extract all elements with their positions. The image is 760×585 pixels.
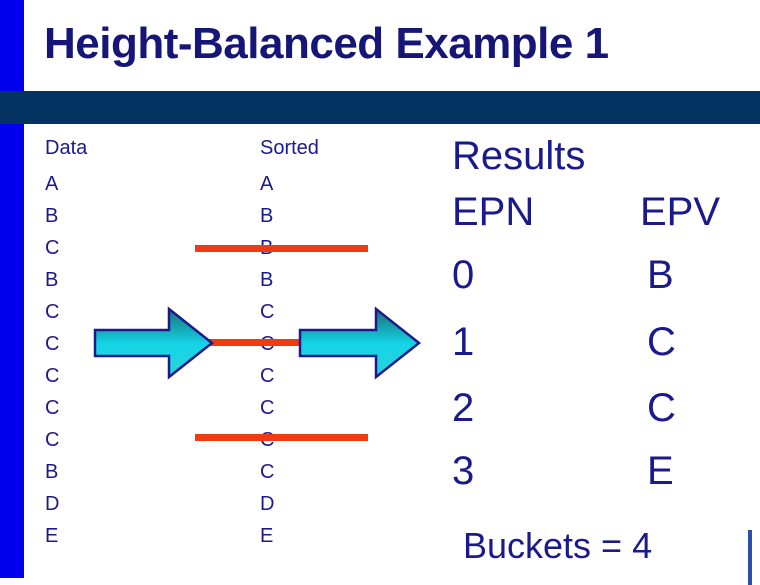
sorted-column-cell: C xyxy=(260,397,275,419)
results-column-header-epv: EPV xyxy=(640,190,721,234)
sorted-column-cell: B xyxy=(260,269,274,291)
data-column-cell: C xyxy=(45,429,60,451)
results-epn-cell: 3 xyxy=(452,449,475,493)
data-column-cell: C xyxy=(45,237,60,259)
results-epn-cell: 1 xyxy=(452,320,475,364)
sorted-column-cell: C xyxy=(260,301,275,323)
results-epn-cell: 0 xyxy=(452,253,475,297)
bucket-divider-3 xyxy=(195,434,368,441)
results-epv-cell: C xyxy=(647,386,676,430)
left-accent-bar xyxy=(0,0,24,578)
results-heading: Results xyxy=(452,134,586,178)
data-column-cell: C xyxy=(45,333,60,355)
data-column-cell: C xyxy=(45,365,60,387)
arrow-right-1-icon xyxy=(93,306,215,380)
data-column-cell: B xyxy=(45,205,59,227)
sorted-column-cell: D xyxy=(260,493,275,515)
bucket-divider-1 xyxy=(195,245,368,252)
data-column-header: Data xyxy=(45,137,88,159)
data-column-cell: C xyxy=(45,301,60,323)
sorted-column-cell: E xyxy=(260,525,274,547)
data-column-cell: B xyxy=(45,269,59,291)
data-column-cell: D xyxy=(45,493,60,515)
sorted-column-cell: A xyxy=(260,173,274,195)
data-column-cell: C xyxy=(45,397,60,419)
arrow-right-2-icon xyxy=(298,306,422,380)
page-title: Height-Balanced Example 1 xyxy=(44,19,609,68)
sorted-column-cell: B xyxy=(260,205,274,227)
data-column-cell: A xyxy=(45,173,59,195)
results-column-header-epn: EPN xyxy=(452,190,535,234)
results-epv-cell: B xyxy=(647,253,674,297)
results-epv-cell: C xyxy=(647,320,676,364)
data-column-cell: B xyxy=(45,461,59,483)
data-column-cell: E xyxy=(45,525,59,547)
right-edge-marker xyxy=(748,530,752,585)
sorted-column-cell: C xyxy=(260,365,275,387)
title-divider-band xyxy=(0,91,760,124)
results-epn-cell: 2 xyxy=(452,386,475,430)
sorted-column-cell: C xyxy=(260,461,275,483)
bucket-divider-2 xyxy=(196,339,368,346)
results-epv-cell: E xyxy=(647,449,674,493)
sorted-column-header: Sorted xyxy=(260,137,319,159)
buckets-count-label: Buckets = 4 xyxy=(463,525,653,566)
